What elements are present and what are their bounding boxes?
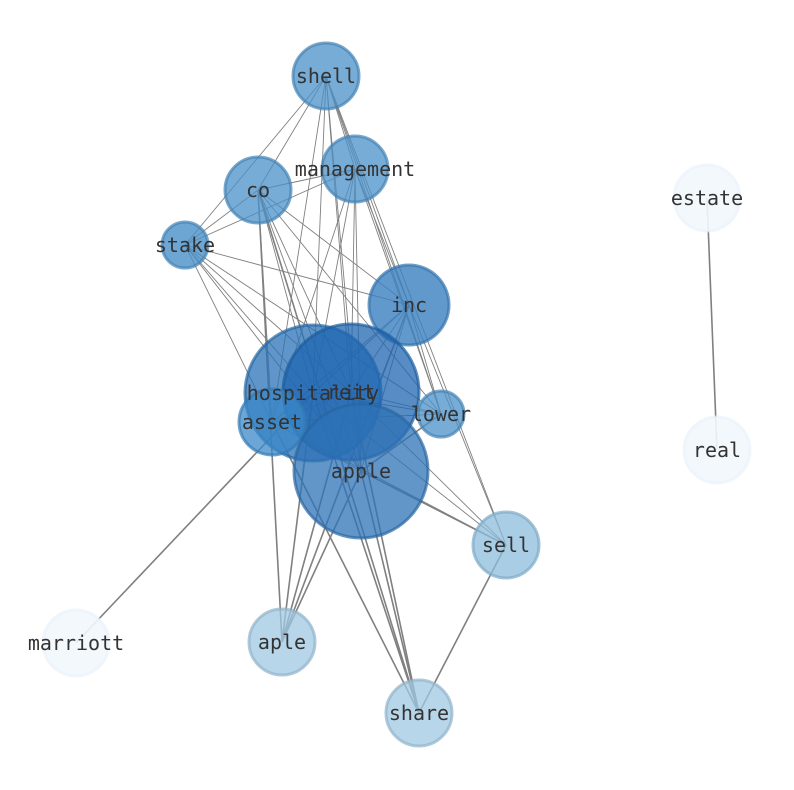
node-label-management: management	[295, 157, 415, 181]
node-label-hospitality: hospitality	[247, 381, 379, 405]
node-aple[interactable]	[247, 607, 317, 677]
node-label-reit: reit	[327, 380, 375, 404]
node-real[interactable]	[682, 415, 752, 485]
node-layer	[41, 41, 752, 748]
node-label-aple: aple	[258, 630, 306, 654]
node-label-inc: inc	[391, 293, 427, 317]
node-estate[interactable]	[672, 163, 742, 233]
node-label-sell: sell	[482, 533, 530, 557]
node-co[interactable]	[223, 155, 293, 225]
edge-shell-lower	[325, 75, 442, 415]
node-label-lower: lower	[411, 402, 471, 426]
node-sell[interactable]	[471, 510, 541, 580]
node-label-co: co	[246, 178, 270, 202]
node-lower[interactable]	[416, 389, 466, 439]
node-management[interactable]	[320, 134, 390, 204]
node-marriott[interactable]	[41, 608, 111, 678]
node-label-real: real	[693, 438, 741, 462]
node-apple[interactable]	[292, 402, 430, 540]
node-label-shell: shell	[296, 64, 356, 88]
node-asset[interactable]	[237, 387, 307, 457]
node-stake[interactable]	[160, 220, 210, 270]
node-label-share: share	[389, 701, 449, 725]
edge-estate-real	[706, 197, 718, 451]
label-layer: shell management co stake inc hospitalityreit…	[28, 64, 743, 725]
node-shell[interactable]	[291, 41, 361, 111]
node-share[interactable]	[384, 678, 454, 748]
node-label-asset: asset	[242, 410, 302, 434]
node-label-stake: stake	[155, 233, 215, 257]
node-inc[interactable]	[367, 263, 451, 347]
node-label-estate: estate	[671, 186, 743, 210]
node-label-apple: apple	[331, 459, 391, 483]
node-label-marriott: marriott	[28, 631, 124, 655]
